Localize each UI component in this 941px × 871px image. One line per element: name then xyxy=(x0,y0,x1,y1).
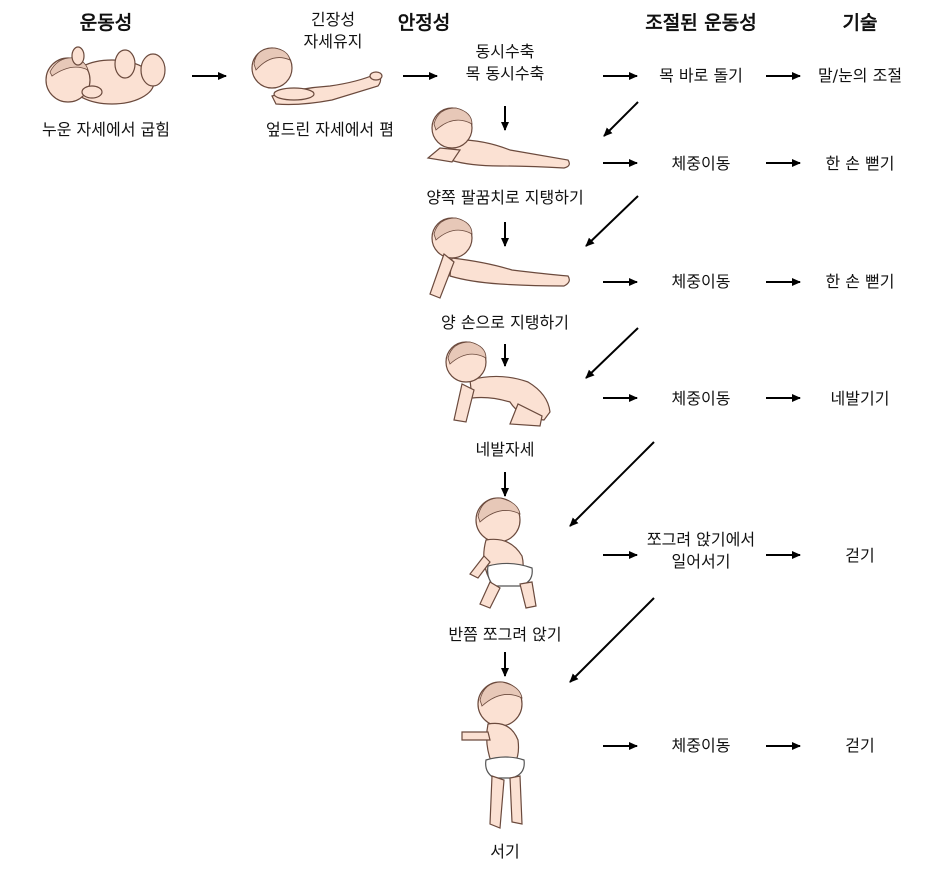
label-speech-eye: 말/눈의 조절 xyxy=(817,66,903,85)
arrow-diagonal xyxy=(569,441,655,527)
arrow-diagonal xyxy=(603,101,639,137)
label-controlled-2: 체중이동 xyxy=(671,272,731,291)
label-controlled-1: 체중이동 xyxy=(671,154,731,173)
arrow-diagonal xyxy=(585,327,639,379)
label-controlled-5: 체중이동 xyxy=(671,736,731,755)
arrows-diagonal xyxy=(569,101,655,683)
baby-half-squat xyxy=(469,497,537,609)
label-controlled-3: 체중이동 xyxy=(671,389,731,408)
header-mobility: 운동성 xyxy=(79,12,133,34)
label-skill-1: 한 손 뻗기 xyxy=(825,154,895,173)
baby-supine-flexion xyxy=(45,46,166,105)
label-posture-half-squat: 반쯤 쪼그려 앉기 xyxy=(448,625,562,644)
label-prone-extension: 엎드린 자세에서 폄 xyxy=(266,120,394,139)
label-neck-righting: 목 바로 돌기 xyxy=(659,66,743,85)
label-posture-quadruped: 네발자세 xyxy=(475,440,535,459)
baby-prone-on-elbows xyxy=(426,107,570,169)
arrows-stages xyxy=(603,159,801,750)
baby-quadruped xyxy=(445,341,551,427)
header-stability: 안정성 xyxy=(397,12,451,34)
baby-standing xyxy=(461,681,525,829)
label-cocontraction-line2: 목 동시수축 xyxy=(465,64,545,83)
arrow-diagonal xyxy=(569,597,655,683)
label-skill-4: 걷기 xyxy=(845,546,875,565)
label-controlled-4-line2: 일어서기 xyxy=(671,552,731,571)
header-skill: 기술 xyxy=(842,12,878,34)
label-cocontraction-line1: 동시수축 xyxy=(475,42,535,61)
label-skill-2: 한 손 뻗기 xyxy=(825,272,895,291)
label-supine-flexion: 누운 자세에서 굽힘 xyxy=(42,120,170,139)
header-controlled-mobility: 조절된 운동성 xyxy=(645,12,757,34)
label-skill-3: 네발기기 xyxy=(830,389,890,408)
label-tonic-line1: 긴장성 xyxy=(310,10,356,29)
label-posture-standing: 서기 xyxy=(490,842,520,861)
label-posture-elbows: 양쪽 팔꿈치로 지탱하기 xyxy=(426,188,584,207)
label-tonic-line2: 자세유지 xyxy=(303,32,363,51)
arrow-diagonal xyxy=(585,195,639,247)
label-posture-hands: 양 손으로 지탱하기 xyxy=(441,313,569,332)
baby-prone-extension xyxy=(251,47,383,106)
label-controlled-4-line1: 쪼그려 앉기에서 xyxy=(646,530,756,549)
baby-prone-on-hands xyxy=(429,217,570,299)
label-skill-5: 걷기 xyxy=(845,736,875,755)
